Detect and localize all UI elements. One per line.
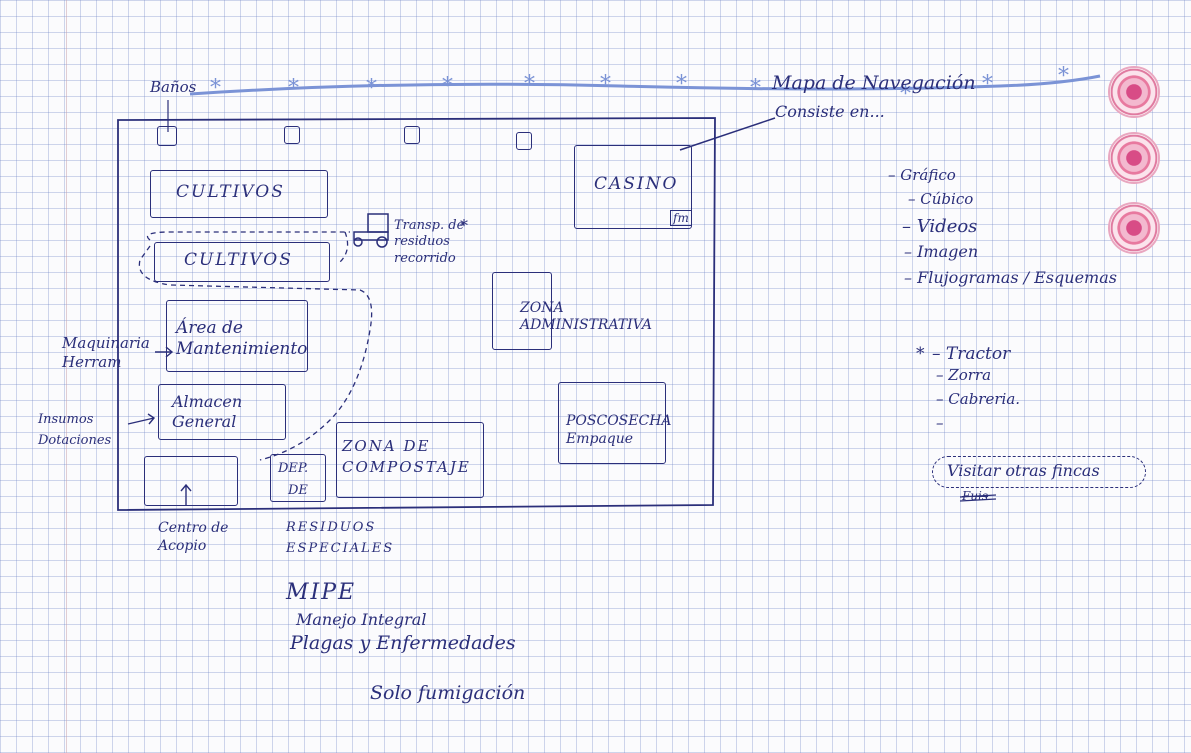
vehicles-marker: * — [916, 346, 925, 363]
list-item-empty: – — [936, 416, 944, 431]
note-solo: Solo fumigación — [370, 684, 525, 703]
tractor-icon — [354, 214, 388, 247]
centro-acopio-label: Centro de Acopio — [158, 520, 238, 555]
zone-mantenimiento-label: Área de Mantenimiento — [176, 318, 306, 361]
insumos-label: Insumos Dotaciones — [38, 410, 128, 452]
note-manejo: Manejo Integral — [296, 612, 426, 628]
list-item-label: Zorra — [948, 366, 991, 384]
transporte-label: Transp. de residuos recorrido — [394, 218, 474, 267]
bathroom-icon[interactable] — [404, 126, 420, 144]
bathroom-icon[interactable] — [157, 126, 177, 146]
nav-star: * — [982, 74, 993, 96]
list-item[interactable]: – Videos — [902, 218, 977, 236]
list-item[interactable]: – Tractor — [932, 346, 1010, 363]
list-item-label: Cabreria. — [948, 390, 1020, 408]
zone-administrativa-label: ZONA ADMINISTRATIVA — [520, 300, 690, 334]
nav-star: * — [1058, 66, 1069, 88]
residuos-especiales-label: RESIDUOS ESPECIALES — [286, 518, 426, 560]
list-item[interactable]: – Flujogramas / Esquemas — [904, 270, 1117, 286]
nav-star: * — [750, 78, 761, 100]
list-item[interactable]: – Cúbico — [908, 192, 973, 207]
zone-casino-tag: fm — [670, 210, 692, 226]
list-item-label: Gráfico — [900, 166, 956, 184]
nav-star: * — [676, 74, 687, 96]
nav-star: * — [600, 74, 611, 96]
visit-farms-button[interactable]: Visitar otras fincas — [932, 456, 1146, 488]
list-item-label: Imagen — [917, 242, 978, 261]
visit-farms-label: Visitar otras fincas — [947, 463, 1100, 479]
zone-centro-acopio[interactable] — [144, 456, 238, 506]
casino-connector — [680, 118, 775, 150]
rosette-icon — [1108, 66, 1160, 118]
rosette-icon — [1108, 202, 1160, 254]
list-item[interactable]: – Imagen — [904, 244, 978, 260]
bathroom-icon[interactable] — [516, 132, 532, 150]
zone-cultivos-1-label: CULTIVOS — [176, 184, 285, 201]
nav-star: * — [210, 78, 221, 100]
nav-subtitle: Consiste en... — [775, 104, 885, 120]
maquinaria-label: Maquinaria Herram — [62, 334, 162, 372]
nav-star: * — [524, 74, 535, 96]
nav-star: * — [366, 78, 377, 100]
zone-casino-label: CASINO — [594, 176, 678, 193]
nav-item-banos[interactable]: Baños — [150, 80, 196, 95]
nav-star: * — [288, 78, 299, 100]
zone-compostaje-label: ZONA DE COMPOSTAJE — [342, 436, 482, 478]
zone-deposito-label: DE — [288, 484, 308, 497]
list-item-label: Flujogramas / Esquemas — [917, 268, 1117, 287]
zone-almacen-label: Almacen General — [172, 392, 282, 432]
list-item[interactable]: – Gráfico — [888, 168, 956, 183]
list-item[interactable]: – Zorra — [936, 368, 991, 383]
list-item-label: Tractor — [946, 344, 1010, 364]
nav-star: * — [442, 76, 453, 98]
nav-title: Mapa de Navegación — [772, 74, 976, 93]
zone-deposito-label: DEP. — [278, 462, 308, 475]
bathroom-icon[interactable] — [284, 126, 300, 144]
note-plagas: Plagas y Enfermedades — [290, 634, 516, 653]
rosette-icon — [1108, 132, 1160, 184]
zone-poscosecha-label: POSCOSECHA Empaque — [566, 412, 662, 448]
list-item-label: Videos — [917, 216, 978, 237]
zone-cultivos-2-label: CULTIVOS — [184, 252, 293, 269]
list-item[interactable]: – Cabreria. — [936, 392, 1020, 407]
insumos-arrow — [128, 414, 154, 424]
crossed-out-text: Fuis — [962, 490, 988, 502]
note-mipe: MIPE — [286, 582, 356, 604]
list-item-label: Cúbico — [920, 190, 973, 208]
